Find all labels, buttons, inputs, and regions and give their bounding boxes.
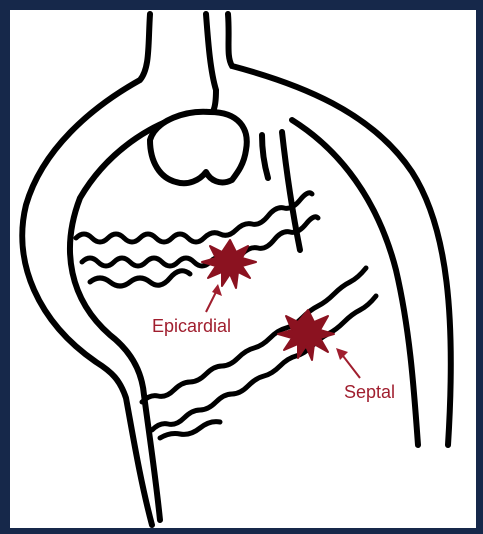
chamber-cap	[150, 112, 247, 184]
septal-arrow-head	[336, 348, 348, 360]
septal-wall-left	[262, 135, 268, 178]
outer-vessel-wall-right	[228, 14, 451, 445]
septal-label: Septal	[344, 382, 395, 402]
epicardial-lesion	[202, 240, 256, 288]
epicardial-label: Epicardial	[152, 316, 231, 336]
outer-vessel-wall	[22, 14, 152, 525]
epicardial-band-lower	[90, 271, 190, 286]
epicardial-arrow-head	[212, 284, 222, 296]
